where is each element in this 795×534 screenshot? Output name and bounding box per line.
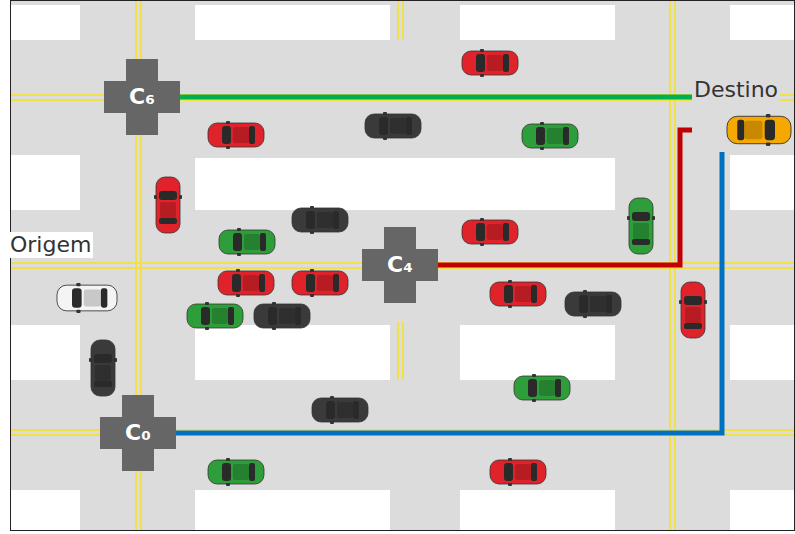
node-label: C₀ — [100, 395, 176, 471]
destination-node: Destino — [692, 78, 792, 152]
node-label: C₄ — [362, 227, 438, 303]
route-line — [438, 130, 692, 265]
intersection-node: C₄ — [362, 227, 438, 303]
destination-label: Destino — [692, 78, 780, 102]
route-line — [176, 152, 722, 433]
node-label: C₆ — [104, 59, 180, 135]
route-line — [180, 95, 692, 100]
origin-label: Origem — [8, 232, 93, 258]
intersection-node: C₀ — [100, 395, 176, 471]
intersection-node: C₆ — [104, 59, 180, 135]
